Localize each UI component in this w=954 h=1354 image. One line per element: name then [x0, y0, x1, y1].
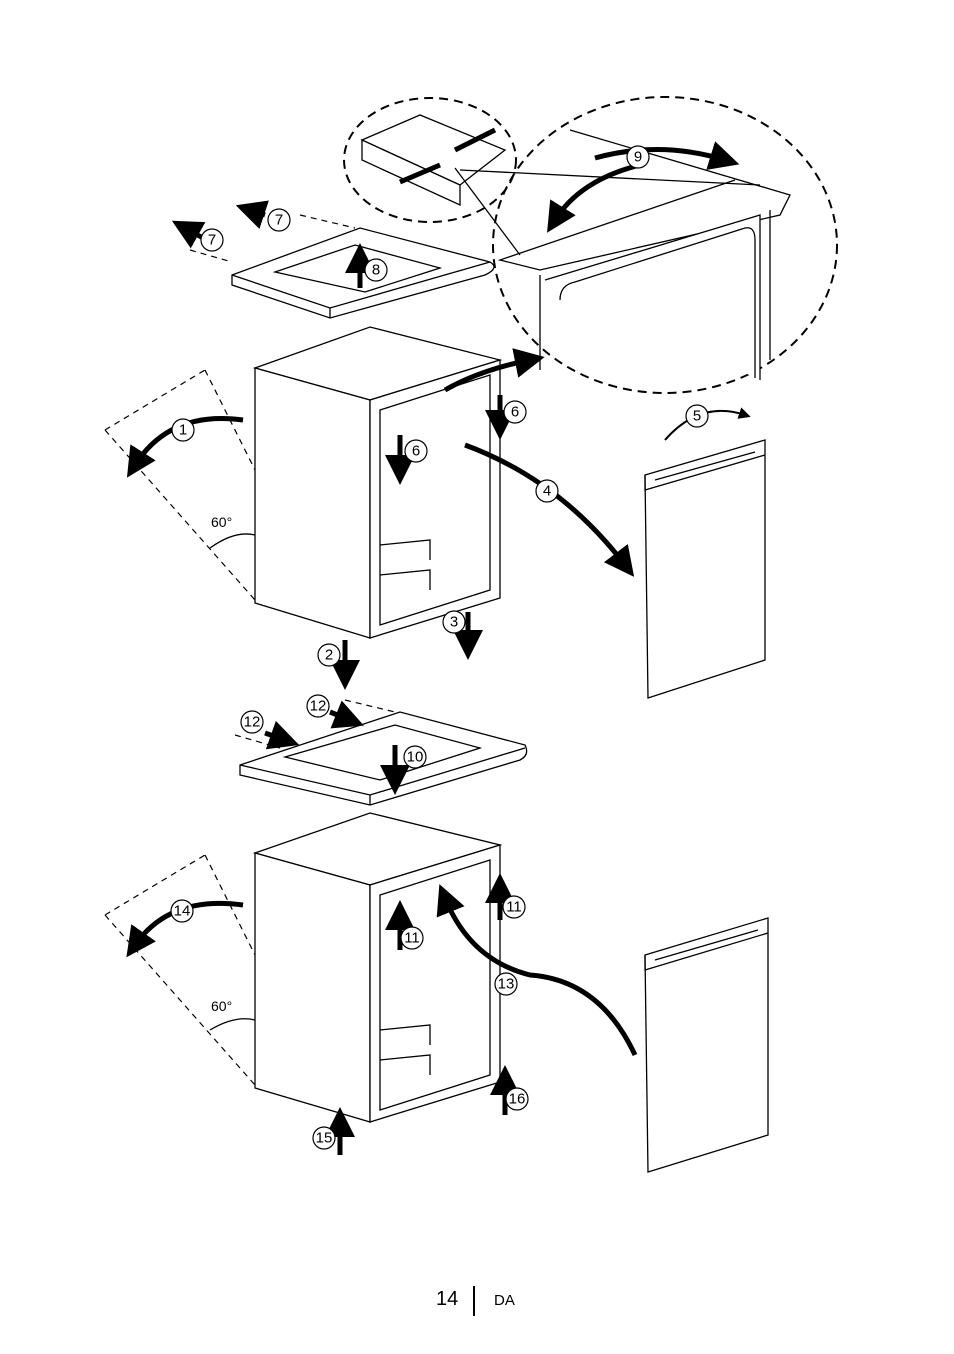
worktop-upper [171, 200, 495, 319]
callout-11b: 11 [502, 895, 526, 919]
callout-14: 14 [170, 899, 194, 923]
svg-text:14: 14 [174, 903, 191, 920]
callout-3: 3 [442, 610, 466, 634]
svg-text:12: 12 [310, 698, 327, 715]
callout-6a: 6 [404, 439, 428, 463]
callout-1: 1 [171, 418, 195, 442]
fridge-cabinet-lower [104, 812, 638, 1155]
callout-9: 9 [626, 145, 650, 169]
svg-text:8: 8 [372, 262, 380, 279]
worktop-lower [234, 699, 528, 806]
callout-7a: 7 [200, 228, 224, 252]
fridge-door-lower [644, 917, 769, 1173]
svg-text:12: 12 [244, 714, 261, 731]
svg-text:16: 16 [509, 1091, 526, 1108]
callout-10: 10 [403, 745, 427, 769]
svg-text:13: 13 [498, 976, 515, 993]
callout-15: 15 [312, 1126, 336, 1150]
svg-text:10: 10 [407, 749, 424, 766]
svg-text:5: 5 [693, 408, 701, 425]
svg-text:7: 7 [208, 232, 216, 249]
svg-text:9: 9 [634, 149, 642, 166]
footer-divider [473, 1286, 475, 1316]
callout-5: 5 [685, 404, 709, 428]
page-number: 14 [436, 1288, 459, 1310]
svg-text:6: 6 [412, 443, 420, 460]
svg-text:6: 6 [511, 404, 519, 421]
svg-text:7: 7 [275, 212, 283, 229]
callout-12a: 12 [306, 694, 330, 718]
svg-text:15: 15 [316, 1130, 333, 1147]
callout-16: 16 [505, 1087, 529, 1111]
callout-4: 4 [535, 479, 559, 503]
callout-2: 2 [317, 643, 341, 667]
fridge-door-upper [644, 407, 766, 699]
callout-13: 13 [494, 972, 518, 996]
detail-circle-small [343, 97, 517, 223]
svg-text:2: 2 [325, 647, 333, 664]
angle-label-top: 60° [211, 514, 232, 530]
svg-text:4: 4 [543, 483, 551, 500]
callout-6b: 6 [503, 400, 527, 424]
fridge-cabinet-upper [104, 326, 635, 690]
callout-7b: 7 [267, 208, 291, 232]
svg-text:3: 3 [450, 614, 458, 631]
angle-label-bottom: 60° [211, 998, 232, 1014]
svg-text:1: 1 [179, 422, 187, 439]
page-footer: 14 DA [0, 1286, 954, 1316]
callout-8: 8 [364, 258, 388, 282]
detail-circle-large [454, 96, 838, 394]
language-code: DA [494, 1292, 515, 1309]
svg-text:11: 11 [506, 899, 522, 916]
callout-12b: 12 [240, 710, 264, 734]
callout-11a: 11 [400, 926, 424, 950]
svg-text:11: 11 [404, 930, 420, 947]
